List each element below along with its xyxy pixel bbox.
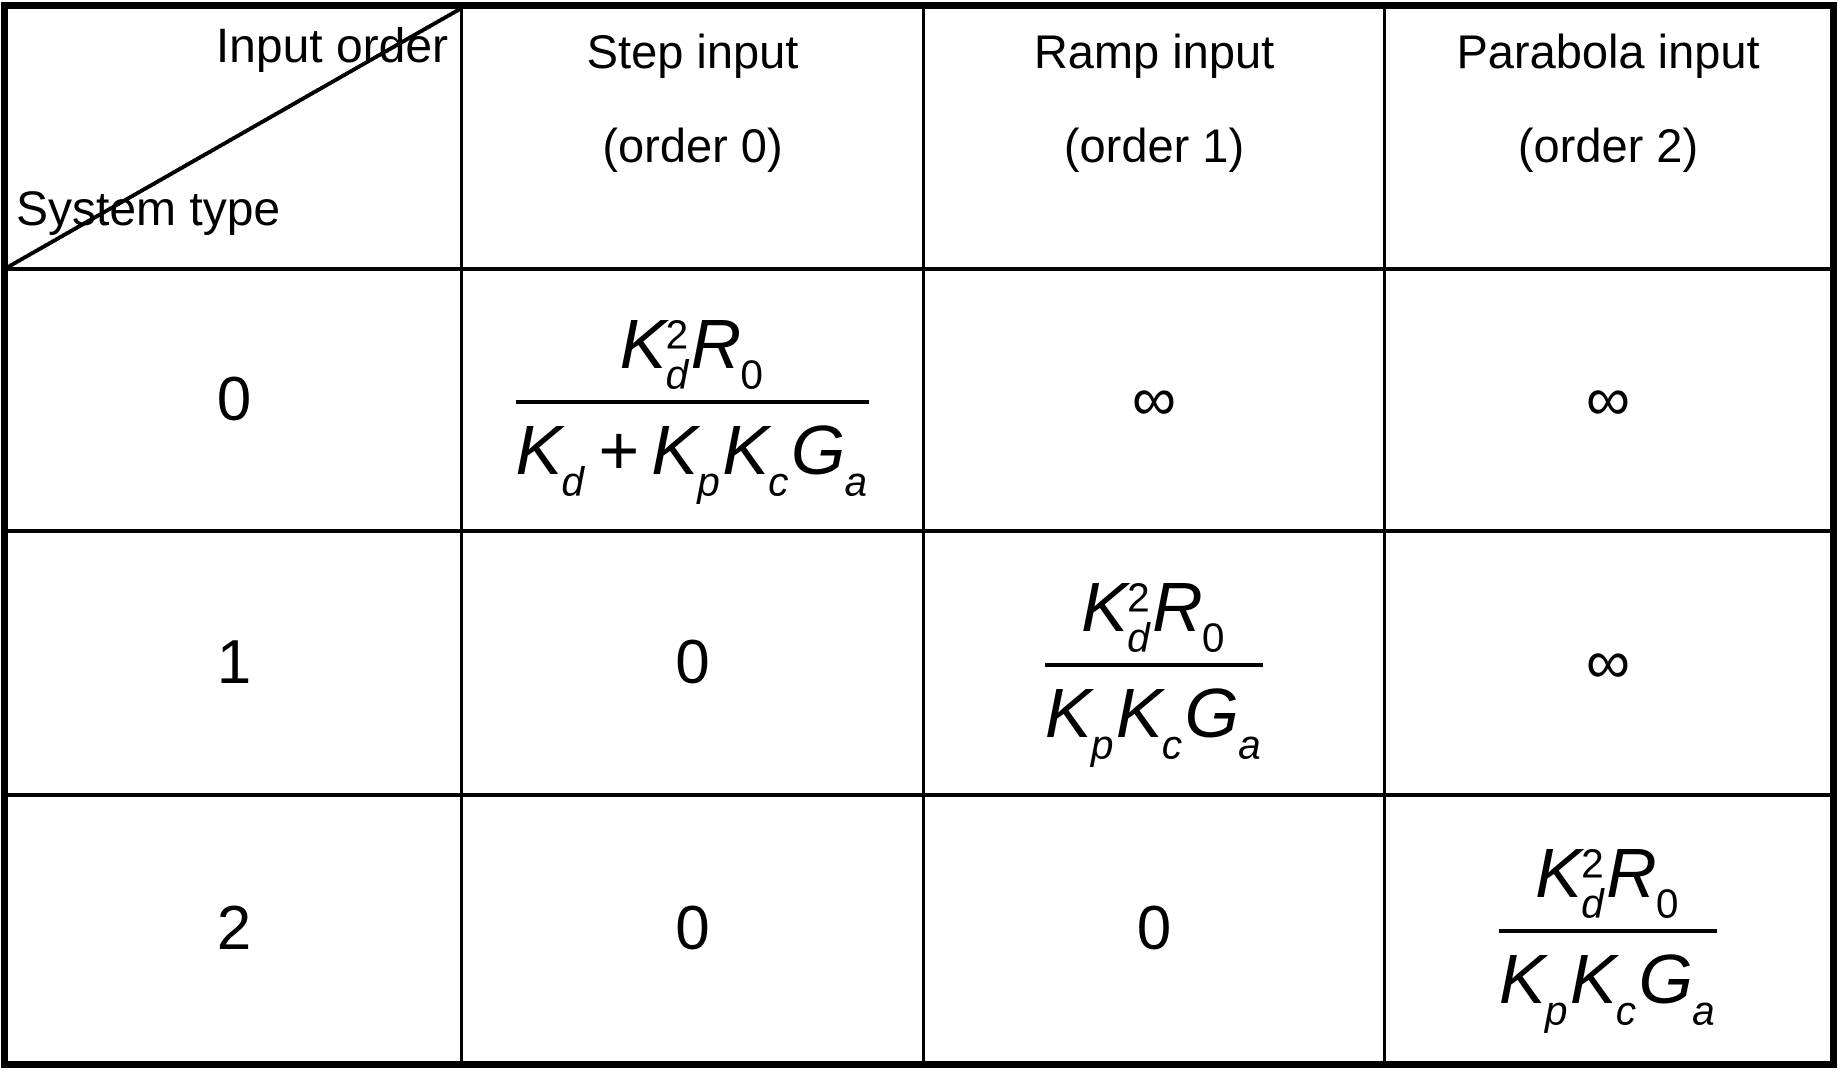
math-symbol: K c (1115, 674, 1183, 768)
col-header-order: (order 2) (1517, 119, 1699, 173)
col-header-ramp-input: Ramp input (order 1) (925, 9, 1386, 271)
math-symbol: G a (790, 411, 868, 505)
math-symbol: R 0 (1606, 833, 1679, 928)
col-header-order: (order 0) (602, 119, 783, 173)
fraction-bar (515, 400, 870, 404)
infinity-symbol: ∞ (1585, 628, 1631, 697)
math-symbol: K p (651, 411, 720, 505)
row-label-type2: 2 (8, 797, 463, 1061)
row-label-type1: 1 (8, 533, 463, 797)
fraction-bar (1044, 663, 1264, 667)
col-header-title: Ramp input (1033, 25, 1275, 78)
math-symbol: R 0 (690, 304, 763, 399)
col-header-order: (order 1) (1063, 119, 1245, 173)
col-header-parabola-input: Parabola input (order 2) (1386, 9, 1830, 271)
cell-type0-ramp: ∞ (925, 271, 1386, 533)
math-symbol: G a (1184, 674, 1261, 768)
math-symbol: R 0 (1152, 567, 1225, 662)
math-operator: + (598, 411, 640, 489)
col-header-step-input: Step input (order 0) (463, 9, 925, 271)
cell-type2-step: 0 (463, 797, 925, 1061)
row-label-text: 1 (216, 628, 252, 697)
row-label-text: 2 (216, 894, 252, 963)
zero-value: 0 (675, 628, 710, 697)
infinity-symbol: ∞ (1131, 365, 1177, 434)
infinity-symbol: ∞ (1585, 365, 1631, 434)
math-symbol: K c (1569, 940, 1637, 1034)
math-symbol: K c (722, 411, 789, 505)
cell-type2-ramp: 0 (925, 797, 1386, 1061)
cell-type0-parabola: ∞ (1386, 271, 1830, 533)
col-header-title: Step input (586, 25, 799, 78)
corner-label-system-type: System type (16, 183, 281, 236)
cell-type1-parabola: ∞ (1386, 533, 1830, 797)
corner-header-cell: Input order System type (8, 9, 463, 271)
math-symbol: K p (1044, 674, 1114, 768)
math-symbol: G a (1638, 940, 1715, 1034)
col-header-title: Parabola input (1456, 25, 1760, 78)
zero-value: 0 (675, 894, 710, 963)
diagonal-divider (8, 9, 460, 267)
row-label-type0: 0 (8, 271, 463, 533)
corner-label-input-order: Input order (215, 20, 448, 73)
fraction-bar (1498, 929, 1718, 933)
math-symbol: K d (515, 411, 584, 505)
row-label-text: 0 (216, 365, 252, 434)
zero-value: 0 (1136, 894, 1172, 963)
cell-type1-step: 0 (463, 533, 925, 797)
math-symbol: K p (1498, 940, 1568, 1034)
